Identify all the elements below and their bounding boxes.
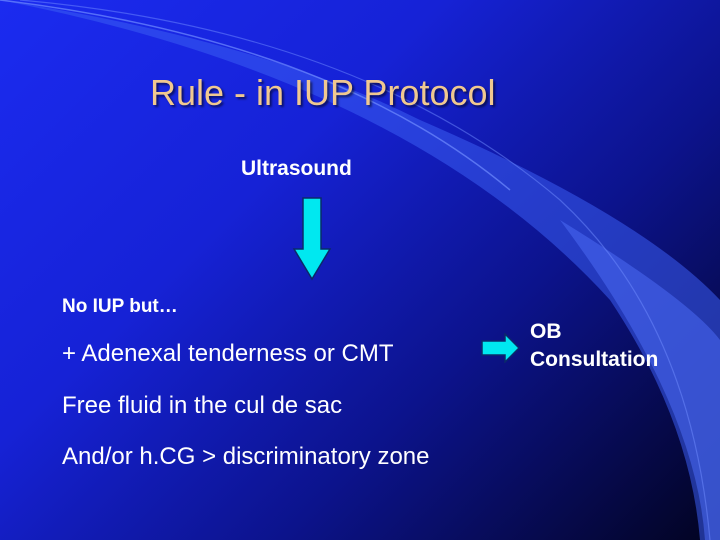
slide-title: Rule - in IUP Protocol [150,72,496,113]
arrow-down-icon [292,197,332,281]
ob-label: OB [530,320,562,343]
criterion-adnexal-tenderness: + Adenexal tenderness or CMT [62,340,394,367]
criterion-free-fluid: Free fluid in the cul de sac [62,392,343,419]
consultation-label: Consultation [530,348,659,371]
ultrasound-label: Ultrasound [241,157,352,180]
ob-consultation-label: OB Consultation [530,318,658,374]
criterion-hcg-zone: And/or h.CG > discriminatory zone [62,443,430,470]
no-iup-heading: No IUP but… [62,296,178,317]
arrow-right-icon [481,333,521,363]
